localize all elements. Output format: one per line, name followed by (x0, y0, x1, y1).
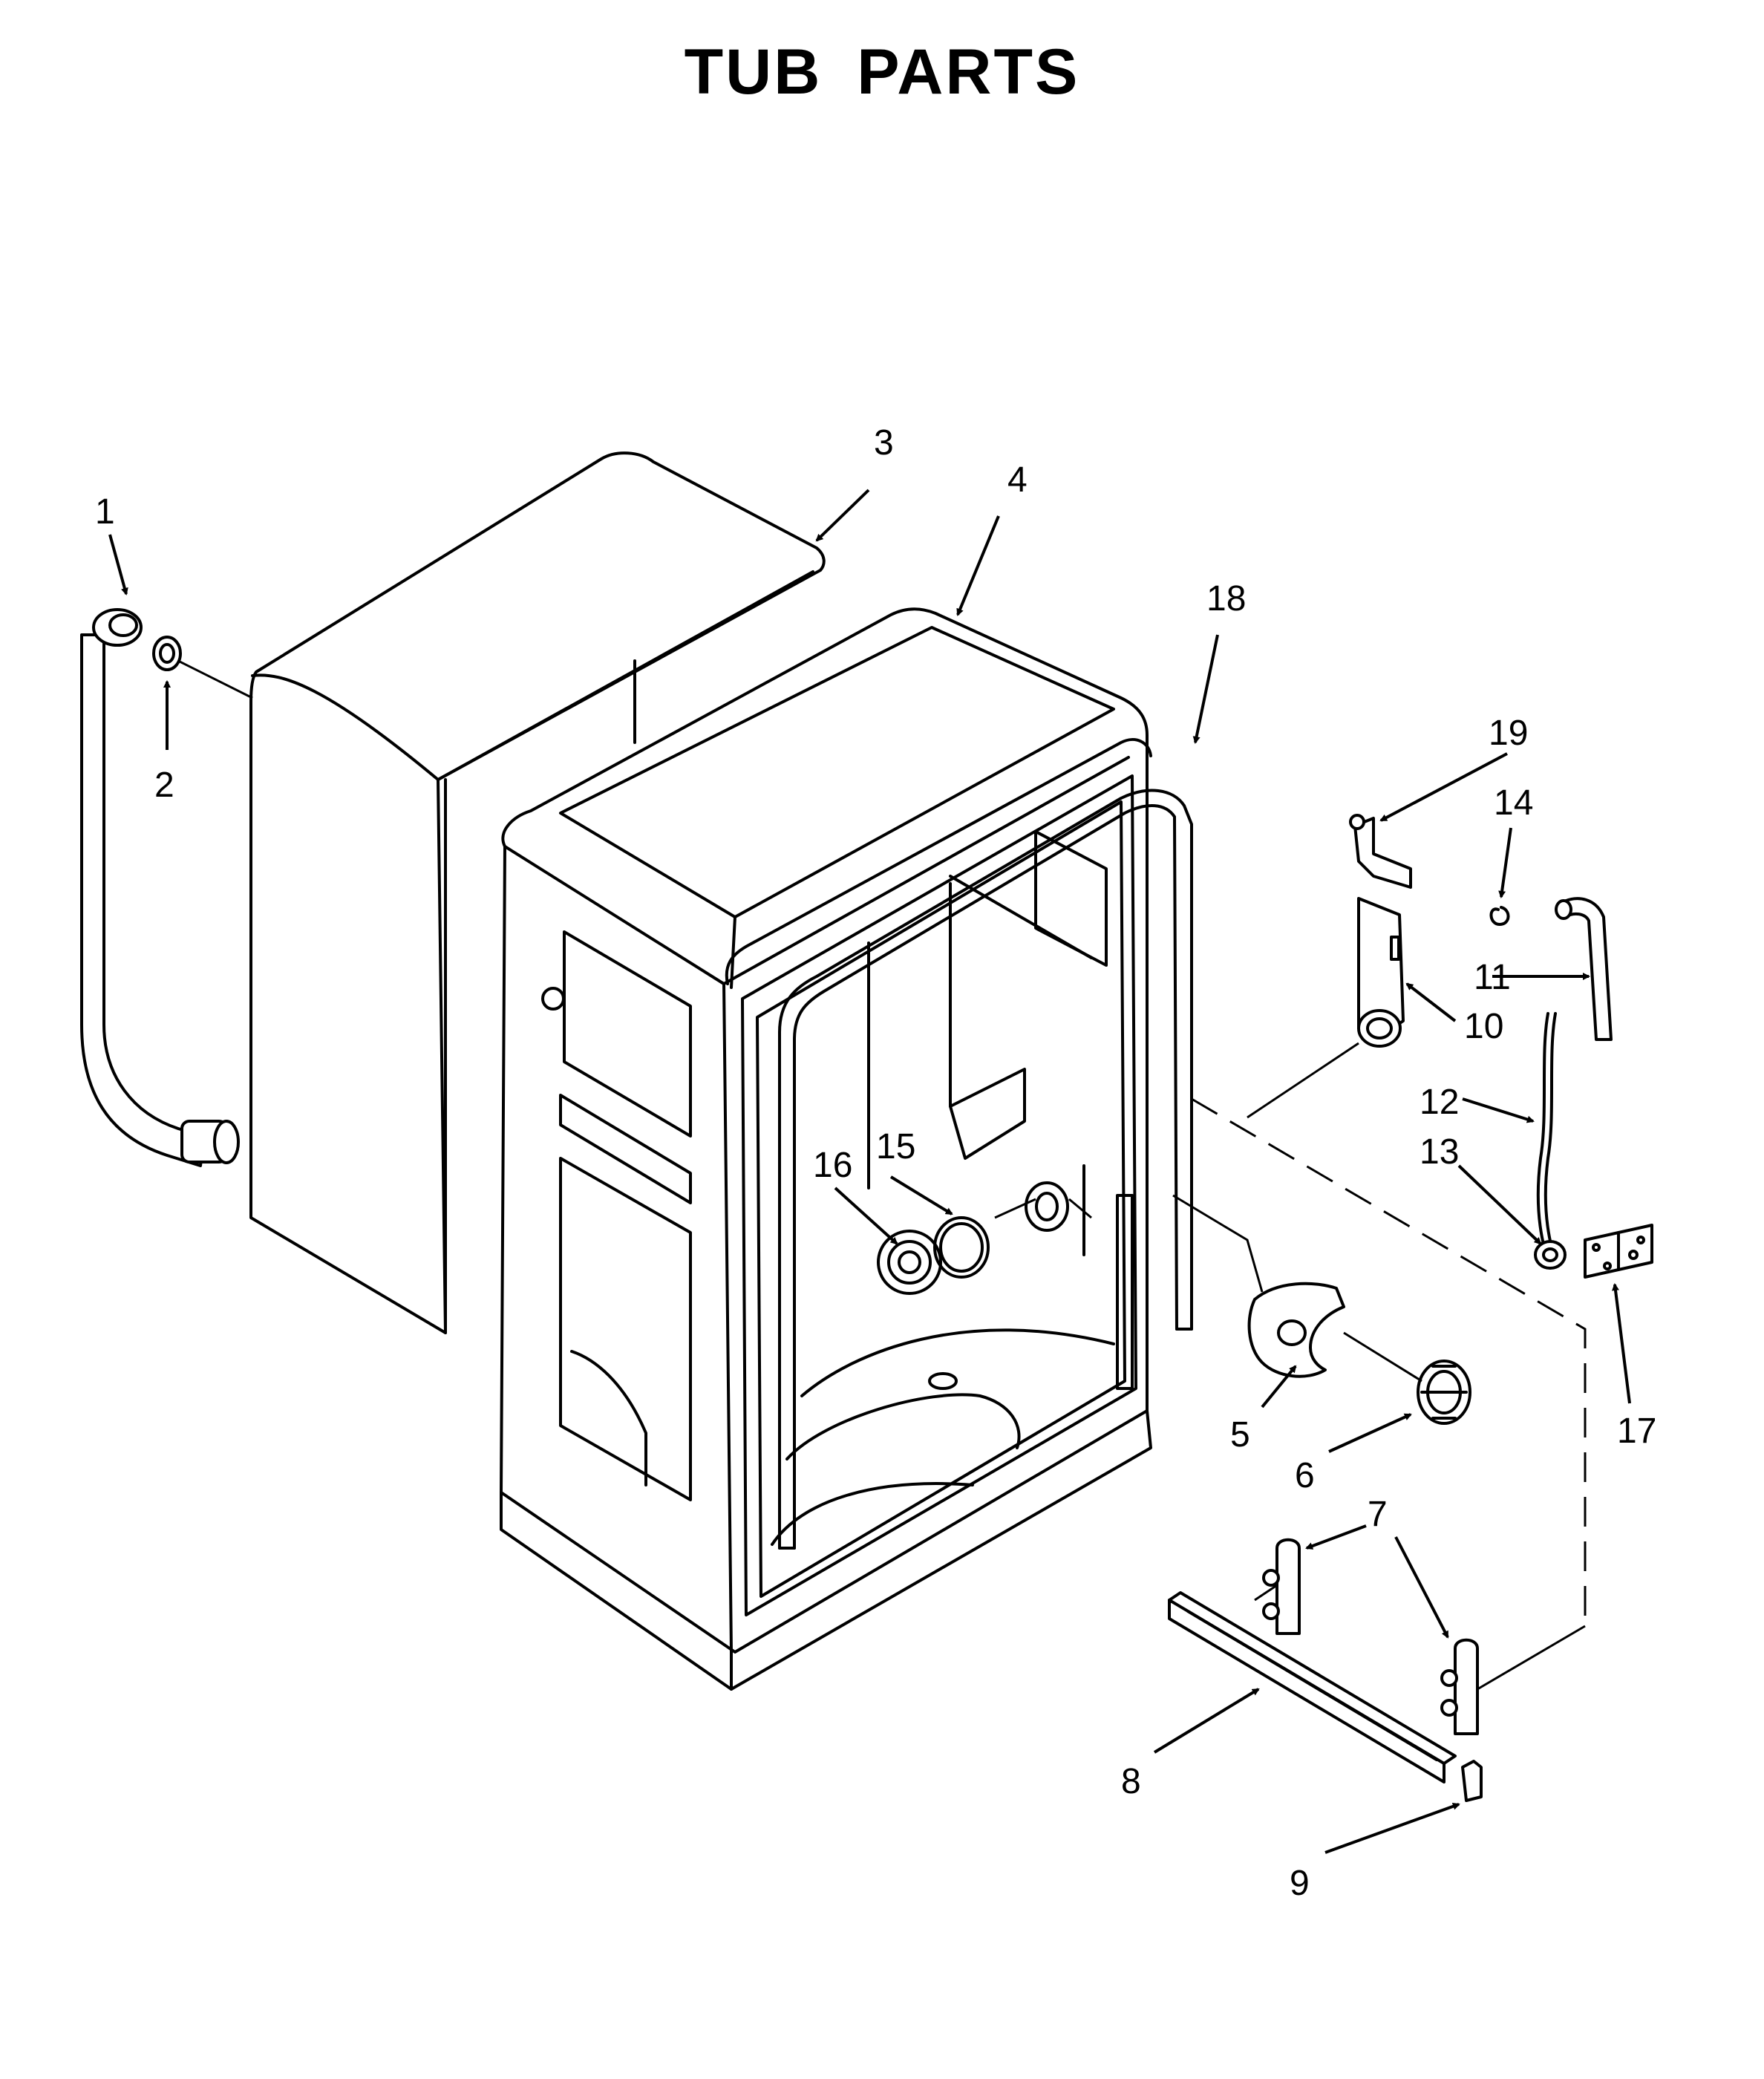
callout-8: 8 (1121, 1762, 1141, 1801)
callout-12: 12 (1420, 1083, 1459, 1122)
callout-17: 17 (1617, 1411, 1656, 1451)
leader-arrows (108, 489, 1631, 1854)
callout-16: 16 (813, 1146, 852, 1185)
dishwasher-tub (500, 607, 1152, 1691)
pump-port (1025, 1181, 1069, 1232)
rail-clip (1461, 1760, 1483, 1802)
callout-18: 18 (1206, 579, 1246, 619)
page-title: TUB PARTS (684, 36, 1080, 108)
hose-clamp (1489, 906, 1510, 926)
hinge-plate (1584, 1224, 1653, 1279)
filter-assembly (877, 1230, 942, 1295)
callout-3: 3 (874, 423, 894, 463)
callout-2: 2 (154, 766, 174, 805)
hinge-bracket-right (1440, 1638, 1479, 1735)
callout-7: 7 (1368, 1495, 1388, 1534)
front-rail (1168, 1591, 1457, 1783)
check-valve (1534, 1240, 1567, 1270)
callout-6: 6 (1295, 1456, 1315, 1495)
callout-4: 4 (1007, 460, 1028, 500)
o-ring (152, 636, 182, 671)
vent-housing (1357, 897, 1405, 1048)
vent (1349, 814, 1412, 889)
callout-14: 14 (1494, 783, 1533, 823)
filter-gasket (933, 1216, 990, 1279)
hinge-bracket-left (1262, 1538, 1301, 1635)
callout-9: 9 (1290, 1864, 1310, 1903)
callout-19: 19 (1489, 714, 1528, 753)
pump-seal (1247, 1282, 1345, 1378)
insulation-blanket (249, 451, 826, 1334)
callout-10: 10 (1464, 1007, 1503, 1046)
callout-11: 11 (1474, 958, 1511, 997)
vent-tube (1536, 1012, 1557, 1249)
callout-15: 15 (876, 1127, 915, 1166)
door-gasket (778, 789, 1193, 1550)
vent-hose (1555, 897, 1613, 1041)
callout-1: 1 (95, 492, 115, 532)
callout-labels: 1 2 3 4 18 19 14 11 10 12 13 17 16 15 5 … (95, 423, 1656, 1903)
callout-5: 5 (1230, 1415, 1250, 1455)
fill-tube (80, 608, 240, 1167)
pump-adapter (1417, 1360, 1471, 1425)
assembly-lines (994, 1042, 1587, 1691)
callout-13: 13 (1420, 1132, 1459, 1172)
